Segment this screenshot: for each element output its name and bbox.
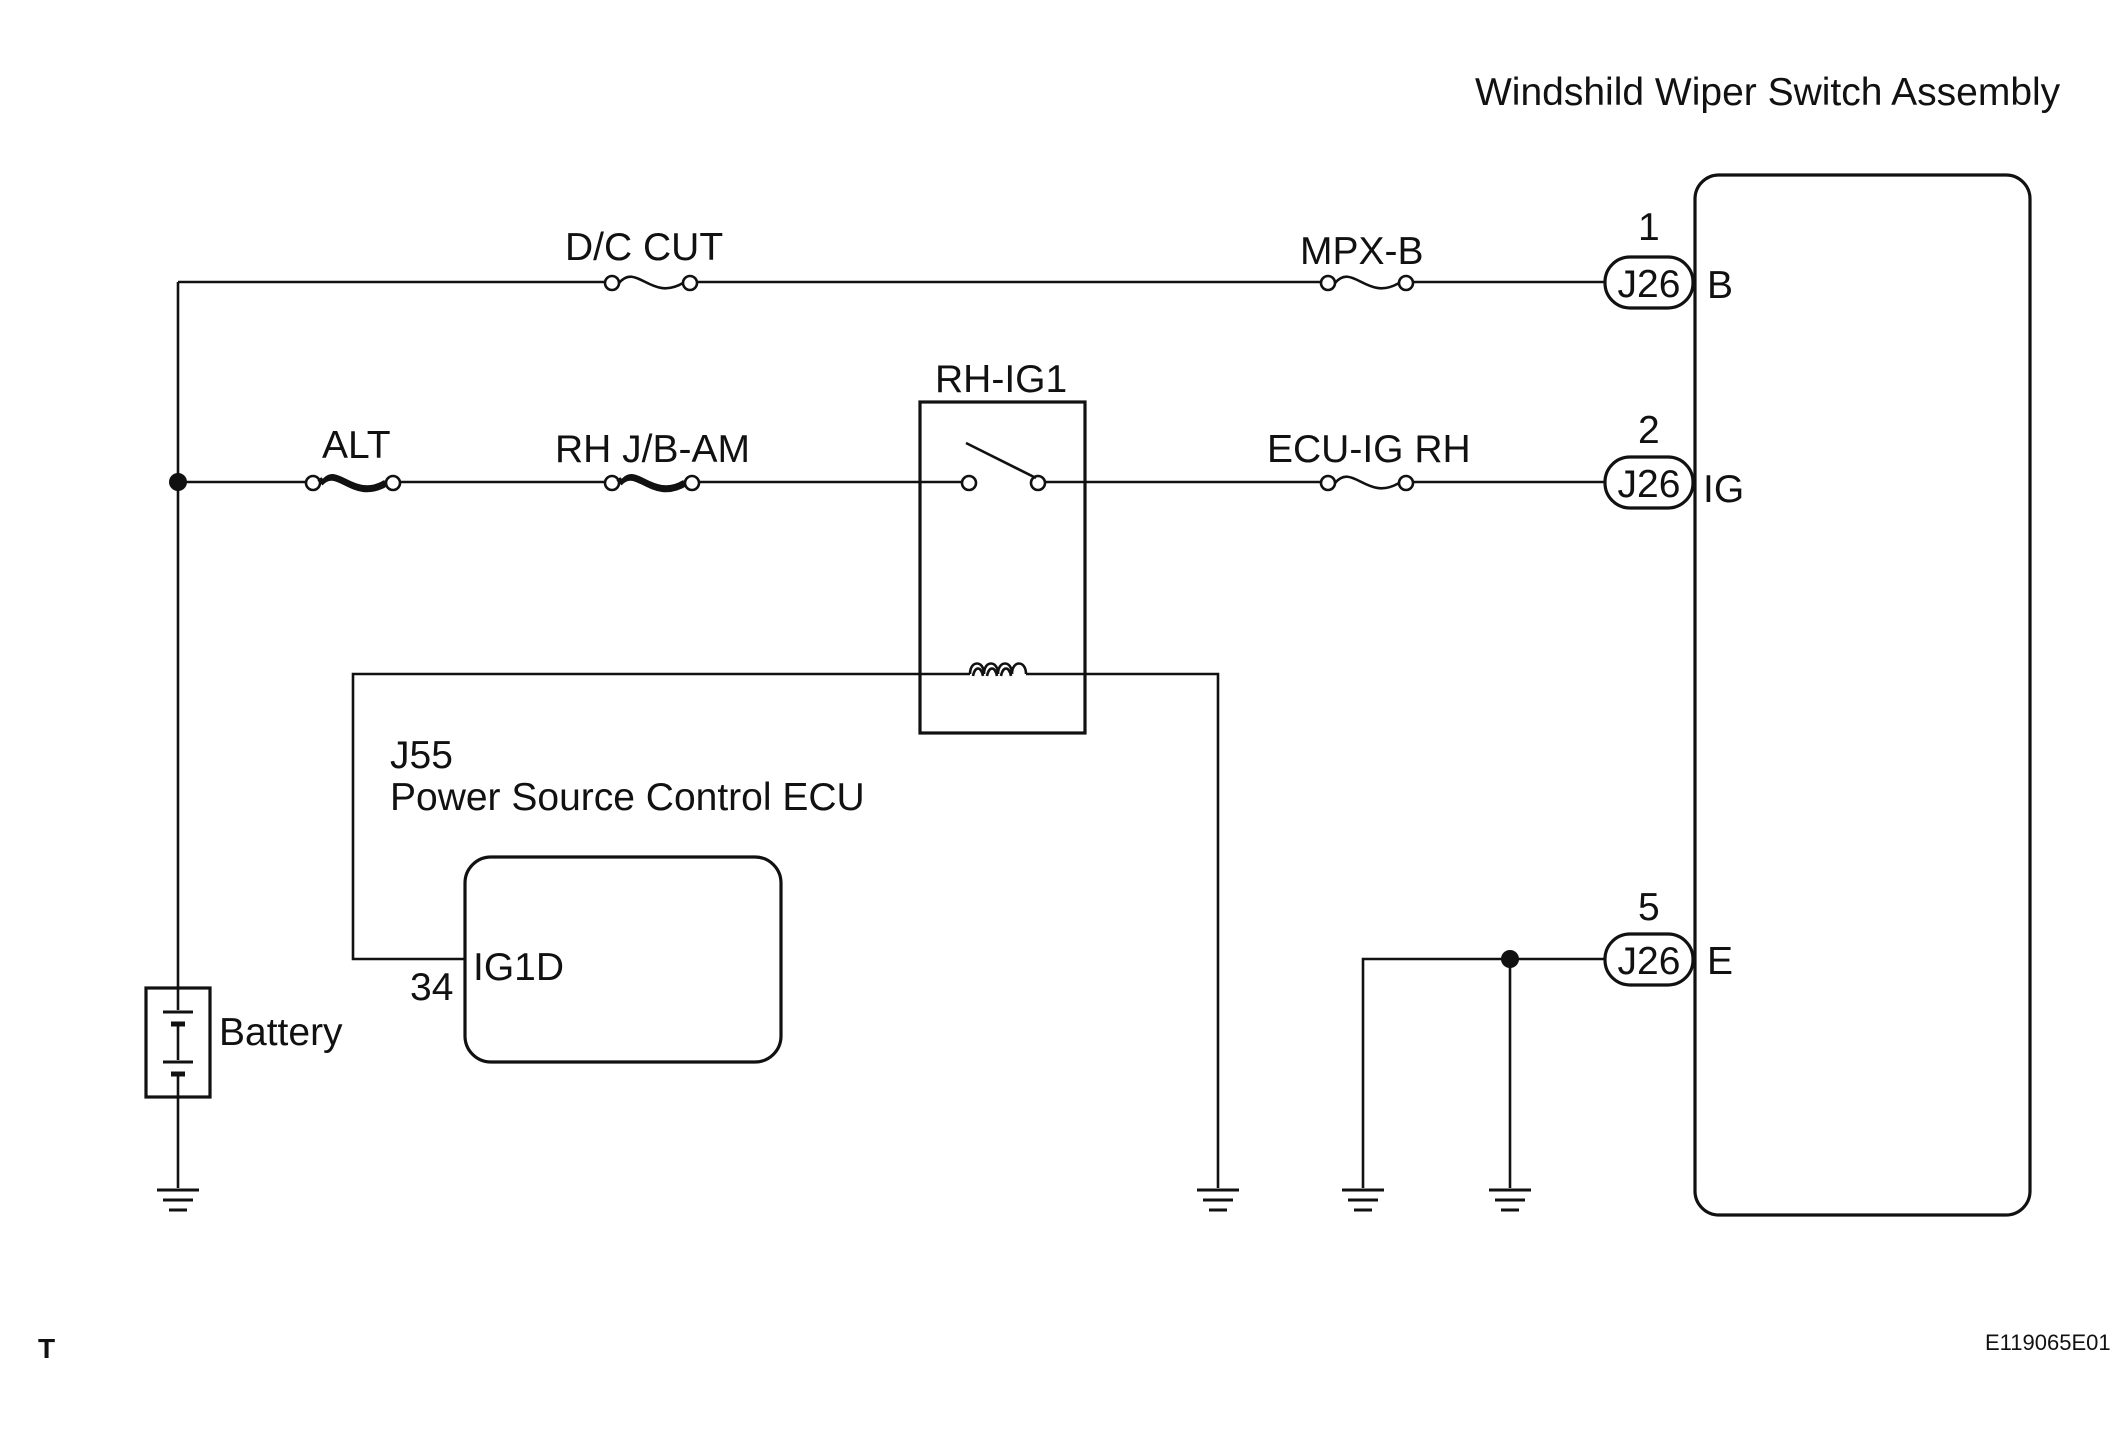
ground-icon-switch-2 [1489, 1188, 1531, 1212]
connector-j26-pin2: J26 [1603, 455, 1695, 510]
wire-coil-line [351, 672, 1220, 1188]
ecu-name-label: Power Source Control ECU [390, 776, 865, 819]
wire-e-line [1361, 957, 1605, 1188]
pin-number-5: 5 [1638, 886, 1660, 929]
relay-label: RH-IG1 [935, 358, 1067, 401]
power-source-control-ecu-box [463, 855, 783, 1064]
fuse-alt [304, 472, 402, 493]
assembly-title: Windshild Wiper Switch Assembly [1475, 71, 2061, 114]
relay-coil-icon [968, 662, 1028, 677]
relay-rh-ig1 [918, 400, 1087, 735]
ecu-pin-name: IG1D [473, 946, 564, 989]
corner-marker: T [38, 1333, 55, 1364]
svg-text:J26: J26 [1618, 940, 1681, 983]
fuse-ecu-ig-rh [1319, 474, 1415, 492]
pin-number-1: 1 [1638, 206, 1660, 249]
ground-icon-switch-1 [1342, 1188, 1384, 1212]
ground-icon-battery [157, 1188, 199, 1212]
svg-text:J26: J26 [1618, 263, 1681, 306]
fuse-mpx-b [1319, 274, 1415, 292]
terminal-e-label: E [1707, 940, 1733, 983]
fuse-dc-cut-label: D/C CUT [565, 226, 723, 269]
fuse-rh-jb-am [603, 472, 701, 493]
connector-j26-pin1: J26 [1603, 255, 1695, 310]
terminal-b-label: B [1707, 264, 1733, 307]
pin-number-2: 2 [1638, 409, 1660, 452]
fuse-rh-jb-am-label: RH J/B-AM [555, 428, 750, 471]
wire-b-line [176, 280, 1605, 482]
ecu-pin-number: 34 [410, 966, 453, 1009]
ecu-connector-label: J55 [390, 734, 453, 777]
battery-label: Battery [219, 1011, 343, 1054]
connector-j26-pin5: J26 [1603, 932, 1695, 987]
ground-icon-relay [1197, 1188, 1239, 1212]
fuse-alt-label: ALT [322, 424, 391, 467]
fuse-ecu-ig-rh-label: ECU-IG RH [1267, 428, 1471, 471]
svg-text:J26: J26 [1618, 463, 1681, 506]
fuse-dc-cut [603, 274, 699, 292]
relay-switch-contact [920, 441, 1085, 492]
fuse-mpx-b-label: MPX-B [1300, 230, 1424, 273]
battery-icon [144, 986, 212, 1099]
terminal-ig-label: IG [1703, 468, 1744, 511]
figure-code: E119065E01 [1985, 1330, 2111, 1355]
switch-assembly-box [1693, 173, 2032, 1217]
junction-dot-ground [1501, 950, 1519, 968]
